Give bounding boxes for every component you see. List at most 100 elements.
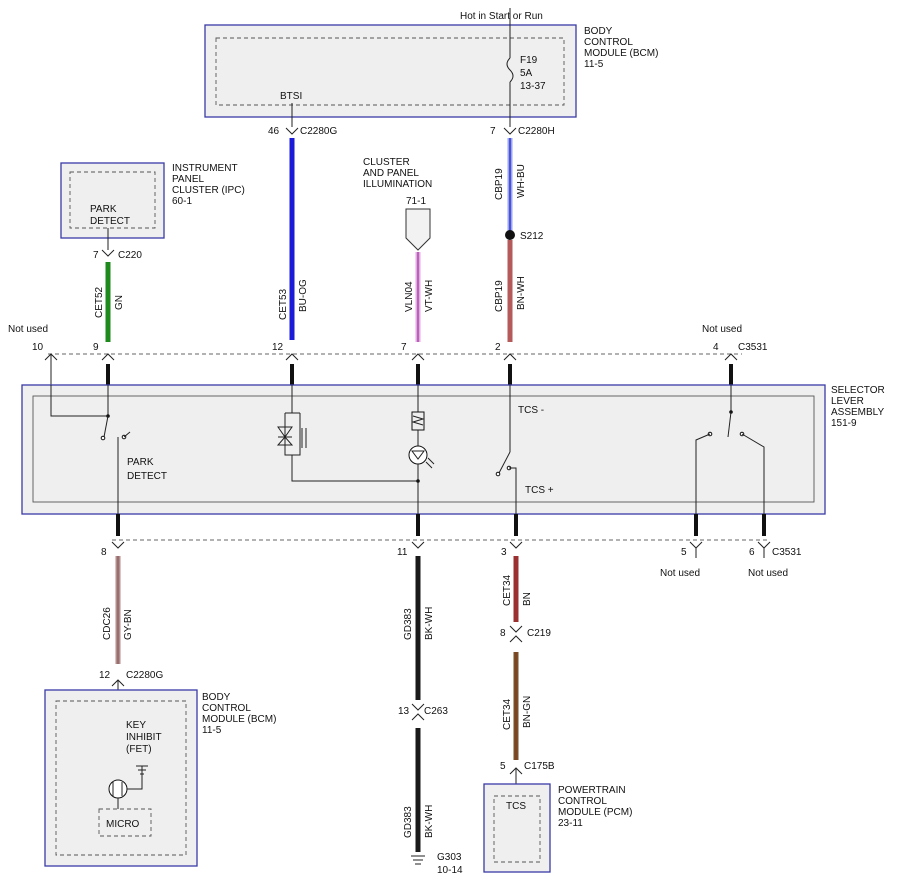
cbp19-bottom-circuit: CBP19 — [494, 280, 505, 312]
selector-title-3: ASSEMBLY — [831, 407, 884, 418]
bcm-bottom-module: BODY CONTROL MODULE (BCM) 11-5 KEY INHIB… — [44, 689, 276, 867]
bcm-top-inner — [215, 37, 565, 106]
c3531-top-pin-10: 10 — [32, 342, 44, 353]
c3531-top-name: C3531 — [738, 342, 768, 353]
bcm-bottom-box — [44, 689, 198, 867]
connector-c2280h: 7 C2280H — [490, 126, 555, 137]
cet52-circuit: CET52 — [94, 286, 105, 318]
selector-title-1: SELECTOR — [831, 385, 885, 396]
bcm-bottom-inner — [55, 700, 187, 856]
connector-c219: 8 C219 — [500, 625, 551, 643]
selector-park-1: PARK — [127, 457, 154, 468]
resistor-zigzag — [411, 415, 425, 426]
wire-gd383-lower: GD383 BK-WH — [403, 728, 435, 852]
cet53-color: BU-OG — [298, 279, 309, 312]
right-switch-arm-icon — [727, 411, 732, 438]
connector-c220: 7 C220 — [93, 249, 142, 261]
gd383-lower-circuit: GD383 — [403, 806, 414, 838]
cet34-lower-color: BN-GN — [522, 696, 533, 728]
bcm-top-title-3: MODULE (BCM) — [584, 48, 658, 59]
solenoid-return — [291, 455, 418, 482]
wire-cet52: CET52 GN — [94, 262, 125, 342]
tcs-minus: TCS - — [518, 405, 544, 416]
connector-arrow-icon — [689, 541, 703, 549]
ipc-park-2: DETECT — [90, 216, 130, 227]
pcm-tcs: TCS — [506, 801, 526, 812]
btsi-label: BTSI — [280, 91, 302, 102]
connector-c263: 13 C263 — [398, 703, 448, 721]
vln04-color: VT-WH — [424, 280, 435, 312]
selector-title-4: 151-9 — [831, 418, 857, 429]
c2280g-top-name: C2280G — [300, 126, 337, 137]
pcm-module: TCS POWERTRAIN CONTROL MODULE (PCM) 23-1… — [483, 783, 632, 873]
tcs-plus: TCS + — [525, 485, 554, 496]
wire-cbp19-bottom: CBP19 BN-WH — [494, 240, 527, 342]
connector-tab-icon — [405, 208, 431, 251]
connector-c2280g-top: 46 C2280G — [268, 126, 337, 137]
connector-arrow-icon — [111, 541, 125, 549]
connector-arrow-icon — [101, 249, 115, 257]
wire-vln04: VLN04 VT-WH — [404, 252, 435, 342]
fuse-f19-icon — [506, 57, 514, 83]
illum-ref: 71-1 — [406, 196, 426, 207]
hot-in-start-label: Hot in Start or Run — [460, 11, 543, 22]
wire-gd383-upper: GD383 BK-WH — [403, 556, 435, 700]
ground-g303: G303 10-14 — [411, 852, 463, 876]
illumination-source: CLUSTER AND PANEL ILLUMINATION 71-1 — [363, 157, 432, 251]
fuse-rating: 5A — [520, 68, 533, 79]
connector-arrow-icon — [285, 353, 299, 361]
c2280g-top-pin: 46 — [268, 126, 280, 137]
led-ray-icon — [425, 461, 433, 469]
c3531-top-notused-left: Not used — [8, 324, 48, 335]
connector-arrow-icon — [101, 353, 115, 361]
c219-pin: 8 — [500, 628, 506, 639]
cet52-color: GN — [114, 295, 125, 310]
cet53-circuit: CET53 — [278, 288, 289, 320]
connector-arrow-icon — [509, 635, 523, 643]
connector-arrow-icon — [503, 127, 517, 135]
ipc-box — [60, 162, 165, 239]
pcm-title-4: 23-11 — [558, 818, 583, 829]
key-inhibit-3: (FET) — [126, 744, 152, 755]
key-inhibit-2: INHIBIT — [126, 732, 162, 743]
fet-icon — [108, 779, 128, 799]
cbp19-bottom-color: BN-WH — [516, 276, 527, 310]
c175b-pin: 5 — [500, 761, 506, 772]
g303-ref: 10-14 — [437, 865, 463, 876]
illum-title-2: AND PANEL — [363, 168, 419, 179]
micro-box — [98, 808, 152, 837]
bcm-bottom-title-3: MODULE (BCM) — [202, 714, 276, 725]
connector-arrow-icon — [411, 713, 425, 721]
c3531-bottom-pin-6: 6 — [749, 547, 755, 558]
selector-lever-assembly: SELECTOR LEVER ASSEMBLY 151-9 PARK DETEC… — [21, 384, 885, 515]
park-switch-arm-icon — [103, 415, 109, 438]
pcm-title-2: CONTROL — [558, 796, 607, 807]
c3531-bottom-name: C3531 — [772, 547, 802, 558]
led-diode-icon — [411, 450, 425, 460]
wire-cet53: CET53 BU-OG — [278, 138, 309, 340]
ipc-title-1: INSTRUMENT — [172, 163, 238, 174]
c263-name: C263 — [424, 706, 448, 717]
c3531-top-pin-2: 2 — [495, 342, 501, 353]
cet34-lower-circuit: CET34 — [502, 698, 513, 730]
right-out-5 — [695, 433, 711, 514]
wire-cdc26: CDC26 GY-BN — [102, 556, 134, 664]
connector-arrow-icon — [285, 127, 299, 135]
c220-name: C220 — [118, 250, 142, 261]
c2280h-pin: 7 — [490, 126, 496, 137]
power-feed: Hot in Start or Run F19 5A 13-37 — [460, 8, 546, 127]
bcm-top-title-1: BODY — [584, 26, 613, 37]
c3531-top-notused-right: Not used — [702, 324, 742, 335]
gd383-lower-color: BK-WH — [424, 805, 435, 838]
bcm-top-module: BODY CONTROL MODULE (BCM) 11-5 BTSI — [204, 24, 658, 127]
connector-arrow-icon — [411, 353, 425, 361]
connector-arrow-icon — [509, 625, 523, 633]
fuse-name: F19 — [520, 55, 538, 66]
connector-c3531-bottom: 8 11 3 5 6 C3531 Not used Not used — [101, 514, 802, 579]
ipc-title-2: PANEL — [172, 174, 204, 185]
c3531-bottom-notused-5: Not used — [660, 568, 700, 579]
key-inhibit-1: KEY — [126, 720, 146, 731]
selector-inner — [32, 395, 815, 503]
connector-c3531-top: Not used Not used 10 9 12 7 2 4 C3531 — [8, 324, 768, 385]
led-lamp-icon — [408, 445, 428, 465]
